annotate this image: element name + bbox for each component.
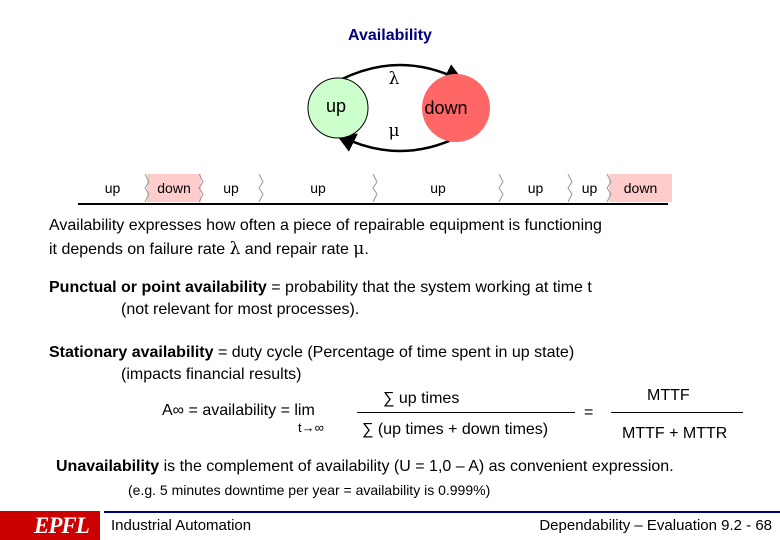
timeline-bar-up (375, 174, 501, 202)
formula-numerator-mttf: MTTF (647, 387, 690, 404)
unavailability-example: (e.g. 5 minutes downtime per year = avai… (128, 482, 491, 498)
timeline-break (198, 173, 204, 203)
formula-fraction-bar-2 (611, 412, 743, 413)
formula-equals: = (584, 404, 594, 421)
timeline-label: up (223, 180, 239, 196)
footer: EPFL Industrial Automation Dependability… (0, 511, 780, 540)
timeline-bar-down (147, 174, 201, 202)
timeline-segment-down: down (144, 173, 201, 203)
timeline-label: down (624, 180, 657, 196)
timeline-label: up (105, 180, 121, 196)
slide-title: Availability (348, 27, 432, 44)
timeline-label: up (430, 180, 446, 196)
timeline-break (606, 173, 612, 203)
stationary-text: = duty cycle (Percentage of time spent i… (213, 344, 575, 361)
up-down-timeline: up down up up up up up down (78, 173, 678, 208)
formula-fraction-bar (357, 412, 575, 413)
mu-symbol: μ (388, 121, 399, 141)
timeline-break (498, 173, 504, 203)
timeline-segment-up: up (258, 173, 375, 203)
timeline-bar-up (261, 174, 375, 202)
punctual-note: (not relevant for most processes). (121, 301, 360, 318)
timeline-label: down (157, 180, 190, 196)
footer-rule (104, 511, 780, 513)
up-state-label: up (326, 96, 346, 116)
punctual-definition: Punctual or point availability = probabi… (49, 279, 592, 297)
timeline-break (258, 173, 264, 203)
timeline-bar-up (570, 174, 609, 202)
timeline-bar-up (501, 174, 570, 202)
formula-numerator: ∑ up times (383, 390, 460, 407)
punctual-term: Punctual or point availability (49, 279, 267, 296)
formula-denominator-mttf-mttr: MTTF + MTTR (622, 425, 728, 442)
timeline-bar-down (609, 174, 672, 202)
formula-lhs: A∞ = availability = lim (162, 402, 315, 420)
mu-inline: μ (353, 239, 365, 259)
lambda-inline: λ (229, 239, 241, 259)
timeline-break (372, 173, 378, 203)
up-state-circle (307, 77, 369, 139)
epfl-logo: EPFL (34, 513, 90, 538)
timeline-segment-up: up (372, 173, 501, 203)
timeline-segment-up: up (567, 173, 609, 203)
state-diagram: up down λ μ (307, 63, 490, 153)
timeline-segment-up: up (198, 173, 261, 203)
timeline-break (567, 173, 573, 203)
timeline-label: up (310, 180, 326, 196)
footer-course: Industrial Automation (111, 517, 252, 534)
intro-text-c: . (364, 241, 369, 258)
unavailability-term: Unavailability (56, 458, 160, 475)
formula-denominator: ∑ (up times + down times) (362, 421, 549, 438)
down-state-circle (422, 74, 490, 142)
timeline-svg: up down up up up up up down (78, 173, 672, 205)
failure-arc (339, 63, 465, 83)
timeline-label: up (582, 180, 598, 196)
timeline-segment-down: down (606, 173, 672, 203)
repair-arc (335, 133, 461, 153)
formula-lhs-text: A∞ = availability = (162, 402, 295, 419)
intro-text-a: it depends on failure rate (49, 241, 230, 258)
punctual-text: = probability that the system working at… (266, 279, 592, 296)
timeline-bar-up (78, 174, 147, 202)
timeline-bar-up (201, 174, 261, 202)
intro-line-1: Availability expresses how often a piece… (49, 217, 602, 234)
logo-box: EPFL (0, 511, 100, 540)
unavailability-text: is the complement of availability (U = 1… (159, 458, 674, 475)
stationary-term: Stationary availability (49, 344, 214, 361)
timeline-break (144, 173, 150, 203)
timeline-segment-up: up (498, 173, 570, 203)
stationary-note: (impacts financial results) (121, 366, 302, 383)
lambda-symbol: λ (389, 69, 400, 89)
timeline-segment-up: up (78, 174, 147, 202)
unavailability-definition: Unavailability is the complement of avai… (56, 458, 674, 476)
down-state-label: down (424, 98, 467, 118)
intro-line-2: it depends on failure rate λ and repair … (49, 239, 369, 259)
formula-lim: lim (294, 402, 315, 419)
stationary-definition: Stationary availability = duty cycle (Pe… (49, 344, 574, 362)
formula-lim-subscript: t→∞ (298, 420, 324, 435)
timeline-label: up (528, 180, 544, 196)
intro-text-b: and repair rate (240, 241, 354, 258)
footer-slide-number: Dependability – Evaluation 9.2 - 68 (539, 517, 772, 534)
